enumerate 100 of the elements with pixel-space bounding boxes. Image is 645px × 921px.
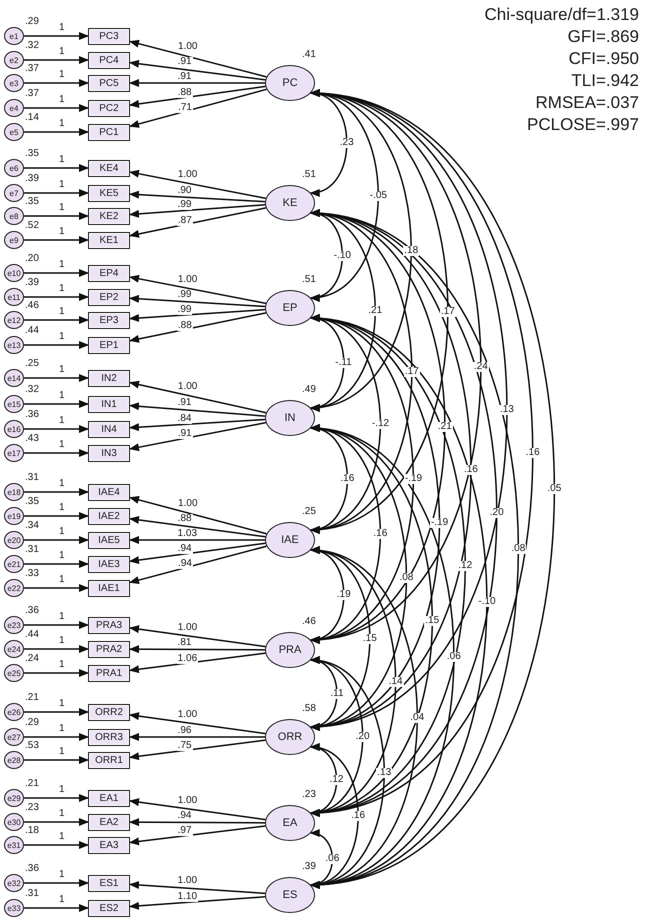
edge-label: .16 bbox=[524, 448, 541, 458]
edge-label: 1 bbox=[58, 440, 66, 450]
edge-label: .06 bbox=[446, 652, 462, 662]
arrow bbox=[129, 739, 266, 760]
indicator-box: IN4 bbox=[88, 420, 130, 438]
error-term-circle: e32 bbox=[4, 874, 24, 892]
arrow bbox=[24, 56, 89, 64]
edge-label: .21 bbox=[367, 306, 384, 316]
arrow bbox=[24, 512, 89, 520]
error-term-circle: e30 bbox=[4, 813, 24, 831]
covariance-arc bbox=[310, 548, 418, 888]
indicator-box: EP2 bbox=[88, 288, 130, 306]
error-term-circle: e24 bbox=[4, 640, 24, 658]
arrow bbox=[24, 621, 89, 629]
variance-label: .29 bbox=[25, 17, 39, 27]
edge-label: .13 bbox=[498, 405, 515, 415]
edge-label: .19 bbox=[336, 590, 352, 600]
fit-index-label: TLI=.942 bbox=[570, 70, 639, 92]
error-term-circle: e20 bbox=[4, 531, 24, 549]
indicator-box: KE2 bbox=[88, 208, 130, 224]
variance-label: .24 bbox=[25, 654, 39, 664]
edge-label: 1 bbox=[58, 479, 66, 489]
edge-label: 1 bbox=[58, 180, 66, 190]
variance-label: .35 bbox=[25, 497, 39, 507]
latent-factor-ellipse: PRA bbox=[265, 632, 315, 668]
indicator-box: IAE5 bbox=[88, 532, 130, 548]
arrow bbox=[24, 425, 89, 433]
arrow bbox=[129, 79, 265, 87]
edge-label: 1.00 bbox=[176, 710, 198, 720]
covariance-arc bbox=[310, 210, 519, 888]
edge-label: .13 bbox=[376, 768, 392, 778]
indicator-box: KE5 bbox=[88, 184, 130, 202]
indicator-box: ORR2 bbox=[88, 704, 130, 720]
covariance-arc bbox=[310, 316, 488, 888]
edge-label: .97 bbox=[176, 826, 193, 836]
edge-label: .94 bbox=[177, 559, 193, 570]
indicator-box: KE4 bbox=[88, 160, 130, 176]
arrow bbox=[129, 825, 266, 846]
edge-label: .96 bbox=[176, 726, 192, 736]
arrow bbox=[129, 645, 265, 654]
edge-label: -.10 bbox=[332, 250, 352, 260]
arrow bbox=[24, 536, 89, 544]
error-term-circle: e2 bbox=[4, 51, 24, 69]
latent-factor-ellipse: EP bbox=[265, 290, 315, 326]
edge-label: .05 bbox=[546, 484, 562, 494]
indicator-box: PC3 bbox=[88, 28, 130, 44]
edge-label: 1.00 bbox=[176, 382, 198, 392]
arrow bbox=[129, 542, 266, 564]
edge-label: 1 bbox=[58, 119, 66, 129]
indicator-box: EP3 bbox=[88, 312, 130, 328]
variance-label: .44 bbox=[25, 630, 39, 640]
variance-label: .21 bbox=[25, 693, 39, 703]
error-term-circle: e5 bbox=[4, 123, 24, 141]
variance-label: .25 bbox=[25, 359, 39, 369]
arrow bbox=[129, 733, 265, 741]
variance-label: .14 bbox=[25, 113, 39, 123]
arrow bbox=[24, 32, 89, 40]
variance-label: .41 bbox=[302, 50, 316, 60]
variance-label: .25 bbox=[302, 507, 316, 517]
edge-label: 1 bbox=[58, 527, 66, 537]
error-term-circle: e15 bbox=[4, 395, 24, 413]
edge-label: -.11 bbox=[334, 358, 353, 368]
edge-label: 1 bbox=[58, 809, 66, 819]
arrow bbox=[24, 293, 89, 301]
edge-label: .23 bbox=[338, 138, 355, 148]
indicator-box: EA2 bbox=[88, 814, 130, 830]
variance-label: .44 bbox=[25, 326, 39, 336]
edge-label: .87 bbox=[176, 216, 193, 226]
edge-label: 1 bbox=[58, 636, 66, 646]
variance-label: .36 bbox=[25, 410, 39, 420]
edge-label: .16 bbox=[372, 529, 388, 539]
edge-label: 1 bbox=[58, 699, 66, 709]
edge-label: .15 bbox=[362, 634, 378, 644]
indicator-box: IN3 bbox=[88, 444, 130, 462]
error-term-circle: e22 bbox=[4, 579, 24, 597]
arrow bbox=[129, 190, 266, 202]
variance-label: .49 bbox=[302, 385, 316, 395]
arrow bbox=[129, 274, 266, 304]
edge-label: 1 bbox=[58, 260, 66, 270]
edge-label: -.05 bbox=[368, 190, 388, 200]
edge-label: .75 bbox=[176, 740, 193, 751]
indicator-box: IAE4 bbox=[88, 484, 130, 500]
edge-label: .90 bbox=[176, 186, 192, 196]
indicator-box: IN2 bbox=[88, 370, 130, 386]
arrow bbox=[129, 312, 266, 343]
edge-label: -.12 bbox=[370, 419, 390, 429]
error-term-circle: e25 bbox=[4, 664, 24, 682]
edge-label: .88 bbox=[176, 514, 193, 524]
edge-label: 1 bbox=[58, 95, 66, 105]
fit-index-label: PCLOSE=.997 bbox=[526, 114, 639, 136]
edge-label: 1 bbox=[58, 155, 66, 165]
arrow bbox=[129, 881, 266, 894]
arrow bbox=[24, 733, 89, 741]
arrow bbox=[24, 104, 89, 112]
covariance-arc bbox=[310, 426, 454, 888]
indicator-box: IN1 bbox=[88, 396, 130, 412]
fit-index-label: RMSEA=.037 bbox=[534, 92, 639, 114]
edge-label: .91 bbox=[176, 429, 193, 440]
variance-label: .35 bbox=[25, 197, 39, 207]
arrow bbox=[24, 841, 89, 849]
